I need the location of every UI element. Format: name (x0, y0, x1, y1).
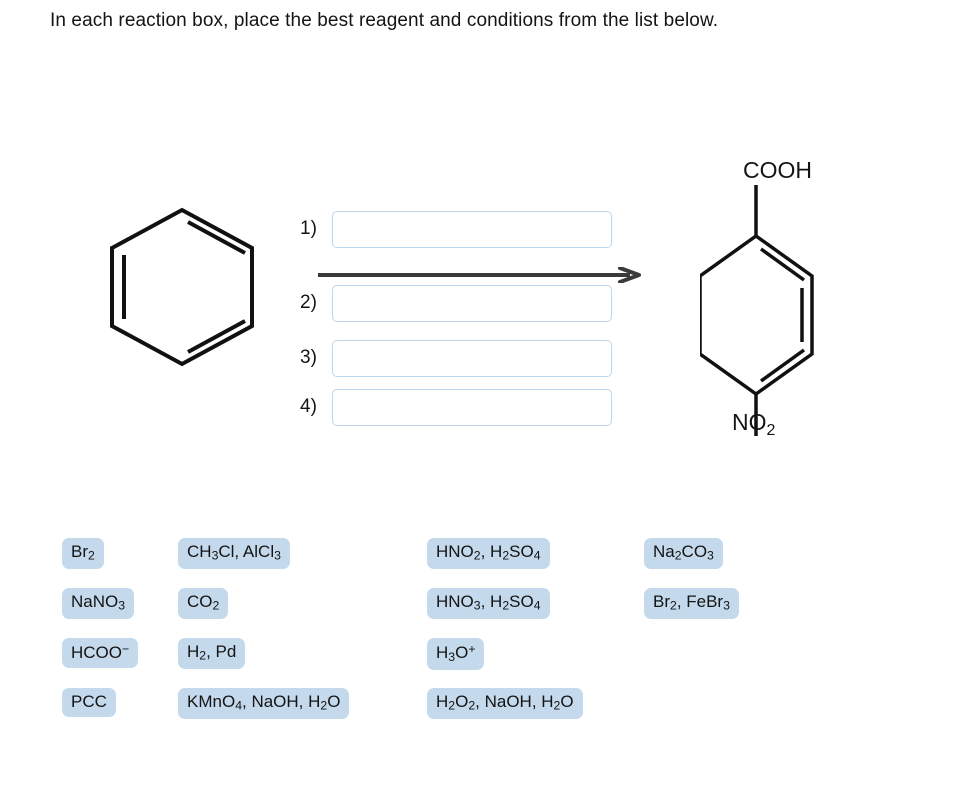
reagent-slot: H2O2, NaOH, H2O (427, 688, 583, 738)
reagent-slot: CO2 (178, 588, 349, 638)
reagent-slot: PCC (62, 688, 138, 738)
answer-box-2[interactable] (332, 284, 612, 322)
reagent-chip-co2[interactable]: CO2 (178, 588, 229, 619)
reagent-bank: Br2 NaNO3 HCOO− PCC CH3Cl, AlCl3 CO2 H2,… (0, 538, 971, 748)
reagent-column-2: CH3Cl, AlCl3 CO2 H2, Pd KMnO4, NaOH, H2O (178, 538, 350, 738)
reagent-slot: CH3Cl, AlCl3 (178, 538, 349, 588)
condition-number-1: 1) (300, 218, 317, 239)
reagent-slot: HCOO− (62, 638, 139, 688)
benzene-skeletal-diagram (110, 207, 254, 367)
reaction-conditions-group: 1) 2) 3) 4) (300, 210, 650, 440)
reagent-slot: Br2 (62, 538, 138, 588)
substituent-label-cooh: COOH (743, 157, 812, 183)
reagent-chip-h3o-plus[interactable]: H3O+ (427, 638, 485, 670)
condition-row-1: 1) (300, 210, 630, 248)
reaction-arrow-icon (318, 267, 641, 283)
reagent-slot: HNO3, H2SO4 (427, 588, 583, 638)
reagent-slot: NaNO3 (62, 588, 138, 638)
reagent-chip-br2-febr3[interactable]: Br2, FeBr3 (644, 588, 739, 619)
reagent-slot: HNO2, H2SO4 (427, 538, 583, 588)
condition-number-3: 3) (300, 347, 317, 368)
answer-box-1[interactable] (332, 210, 612, 248)
reagent-column-1: Br2 NaNO3 HCOO− PCC (62, 538, 139, 738)
answer-box-3[interactable] (332, 339, 612, 377)
condition-row-4: 4) (300, 388, 630, 426)
reagent-slot: Br2, FeBr3 (644, 588, 739, 638)
reagent-chip-h2-pd[interactable]: H2, Pd (178, 638, 246, 669)
reagent-chip-h2o2-naoh-h2o[interactable]: H2O2, NaOH, H2O (427, 688, 583, 719)
reagent-chip-br2[interactable]: Br2 (62, 538, 104, 569)
reagent-slot: Na2CO3 (644, 538, 739, 588)
reagent-chip-hno2-h2so4[interactable]: HNO2, H2SO4 (427, 538, 550, 569)
condition-row-2: 2) (300, 284, 630, 322)
condition-number-4: 4) (300, 396, 317, 417)
reactant-structure-benzene (100, 200, 265, 375)
reagent-slot: H2, Pd (178, 638, 349, 688)
question-prompt: In each reaction box, place the best rea… (50, 10, 719, 31)
condition-number-2: 2) (300, 292, 317, 313)
nitrobenzoic-acid-skeletal-diagram: COOH NO2 (698, 157, 814, 439)
reagent-chip-pcc[interactable]: PCC (62, 688, 116, 717)
condition-row-3: 3) (300, 339, 630, 377)
reagent-slot: H3O+ (427, 638, 583, 688)
substituent-label-no2: NO2 (732, 409, 776, 439)
reagent-chip-na2co3[interactable]: Na2CO3 (644, 538, 723, 569)
answer-box-4[interactable] (332, 388, 612, 426)
reagent-chip-hcoo-minus[interactable]: HCOO− (62, 638, 139, 668)
reagent-chip-nano3[interactable]: NaNO3 (62, 588, 135, 619)
reagent-column-3: HNO2, H2SO4 HNO3, H2SO4 H3O+ H2O2, NaOH,… (427, 538, 583, 738)
reagent-slot: KMnO4, NaOH, H2O (178, 688, 350, 738)
reaction-scheme: 1) 2) 3) 4) COOH (0, 130, 971, 460)
reagent-chip-ch3cl-alcl3[interactable]: CH3Cl, AlCl3 (178, 538, 290, 569)
reagent-chip-kmno4-naoh-h2o[interactable]: KMnO4, NaOH, H2O (178, 688, 350, 719)
reagent-column-4: Na2CO3 Br2, FeBr3 (644, 538, 739, 738)
reagent-chip-hno3-h2so4[interactable]: HNO3, H2SO4 (427, 588, 550, 619)
product-structure-4-nitrobenzoic-acid: COOH NO2 (698, 140, 920, 440)
